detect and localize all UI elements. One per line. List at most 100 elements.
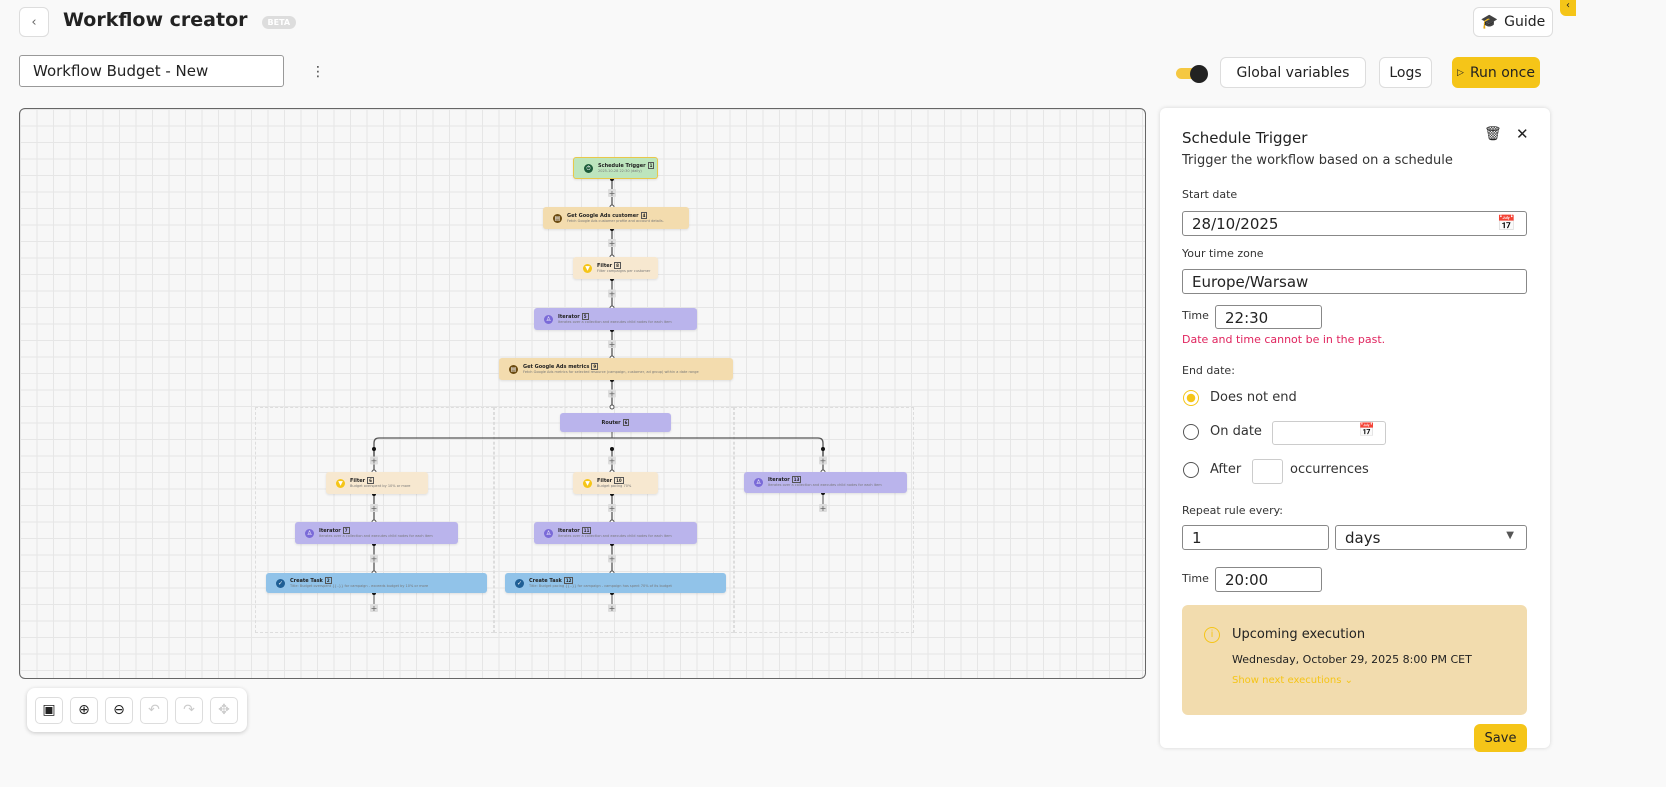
add-node-icon <box>370 554 378 563</box>
occurrences-input[interactable] <box>1252 459 1283 484</box>
calendar-icon[interactable]: 📅 <box>1497 214 1516 232</box>
zoom-out-icon[interactable]: ⊖ <box>105 697 133 724</box>
node-description: Filter campaigns per customer <box>597 268 651 273</box>
chevron-left-icon: ‹ <box>31 14 37 30</box>
node-icon: ▼ <box>583 478 592 488</box>
close-icon[interactable]: ✕ <box>1516 125 1529 143</box>
zoom-in-icon[interactable]: ⊕ <box>70 697 98 724</box>
guide-label: Guide <box>1504 14 1546 30</box>
panel-subtitle: Trigger the workflow based on a schedule <box>1182 153 1453 168</box>
run-once-button[interactable]: ▷Run once <box>1452 57 1540 88</box>
start-date-label: Start date <box>1182 188 1238 201</box>
node-number: 13 <box>791 476 802 483</box>
add-node-icon <box>370 504 378 512</box>
after-label: After <box>1210 462 1242 477</box>
more-options-icon[interactable]: ⋮ <box>311 64 325 80</box>
input-port <box>609 404 615 410</box>
radio-after[interactable] <box>1183 462 1199 478</box>
radio-does-not-end[interactable] <box>1183 390 1199 406</box>
collapse-icon[interactable]: ‹ <box>1560 0 1576 16</box>
repeat-time-label: Time <box>1182 572 1209 585</box>
add-node-icon <box>608 456 616 465</box>
add-node-icon <box>608 340 616 348</box>
title-row: Workflow creator BETA <box>63 9 297 31</box>
upcoming-execution-box: i Upcoming execution Wednesday, October … <box>1182 605 1527 715</box>
add-node-icon <box>608 239 616 247</box>
global-variables-button[interactable]: Global variables <box>1220 57 1366 88</box>
time-input[interactable]: 22:30 <box>1215 305 1322 329</box>
node-icon: ▤ <box>509 364 518 374</box>
play-icon: ▷ <box>1457 67 1464 78</box>
add-node-plus: + <box>820 504 827 513</box>
node-title: Create Task <box>529 577 562 584</box>
node-description: Title: Budget pacing {{..}} for campaign… <box>529 583 672 588</box>
output-port <box>372 447 376 451</box>
upcoming-date: Wednesday, October 29, 2025 8:00 PM CET <box>1232 653 1472 666</box>
node-icon: ✓ <box>276 578 285 588</box>
page-title: Workflow creator <box>63 9 248 31</box>
end-date-label: End date: <box>1182 364 1235 377</box>
move-icon[interactable]: ✥ <box>210 697 238 724</box>
calendar-icon[interactable]: 📅 <box>1358 423 1375 438</box>
delete-icon[interactable]: 🗑 <box>1484 126 1502 142</box>
add-node-plus: + <box>371 604 378 613</box>
add-node-plus: + <box>609 290 616 299</box>
node-title: Filter <box>350 477 366 484</box>
branch-area <box>734 407 914 633</box>
redo-icon[interactable]: ↷ <box>175 697 203 724</box>
radio-on-date[interactable] <box>1183 424 1199 440</box>
repeat-time-input[interactable]: 20:00 <box>1215 567 1322 592</box>
save-button[interactable]: Save <box>1474 724 1527 752</box>
repeat-unit-value: days <box>1345 529 1381 547</box>
guide-button[interactable]: 🎓Guide <box>1473 7 1553 37</box>
router-branches <box>373 437 824 459</box>
fit-view-icon[interactable]: ▣ <box>35 697 63 724</box>
timezone-input[interactable]: Europe/Warsaw <box>1182 269 1527 294</box>
caret-down-icon: ▼ <box>1506 530 1514 541</box>
add-node-plus: + <box>609 340 616 349</box>
add-node-plus: + <box>609 457 616 466</box>
workflow-name-input[interactable]: Workflow Budget - New <box>19 55 284 87</box>
node-title: Iterator <box>558 527 580 534</box>
node-number: 2 <box>324 576 332 584</box>
back-button[interactable]: ‹ <box>19 7 49 37</box>
workflow-active-toggle[interactable] <box>1176 65 1210 83</box>
node-number: 5 <box>581 312 589 320</box>
node-number: 6 <box>367 476 374 484</box>
add-node-plus: + <box>609 390 616 399</box>
add-node-icon <box>370 456 378 465</box>
end-date-input[interactable]: 📅 <box>1272 421 1386 445</box>
node-icon: ♙ <box>305 528 314 538</box>
node-icon: ▤ <box>553 213 562 223</box>
output-port <box>821 447 825 451</box>
node-number: 11 <box>581 526 592 534</box>
repeat-value-input[interactable]: 1 <box>1182 525 1329 550</box>
node-number: 6 <box>622 418 630 426</box>
node-title: Iterator <box>319 527 341 534</box>
show-next-executions-link[interactable]: Show next executions ⌄ <box>1232 675 1353 686</box>
undo-icon[interactable]: ↶ <box>140 697 168 724</box>
logs-button[interactable]: Logs <box>1379 57 1432 88</box>
show-next-label: Show next executions <box>1232 675 1342 686</box>
repeat-unit-select[interactable]: days ▼ <box>1335 525 1527 550</box>
add-node-icon <box>819 504 827 512</box>
output-port <box>610 447 614 451</box>
node-description: Iterates over a collection and executes … <box>319 533 433 538</box>
start-date-input[interactable]: 28/10/2025📅 <box>1182 211 1527 236</box>
node-number: 1 <box>647 161 655 169</box>
node-number: 4 <box>640 211 648 219</box>
